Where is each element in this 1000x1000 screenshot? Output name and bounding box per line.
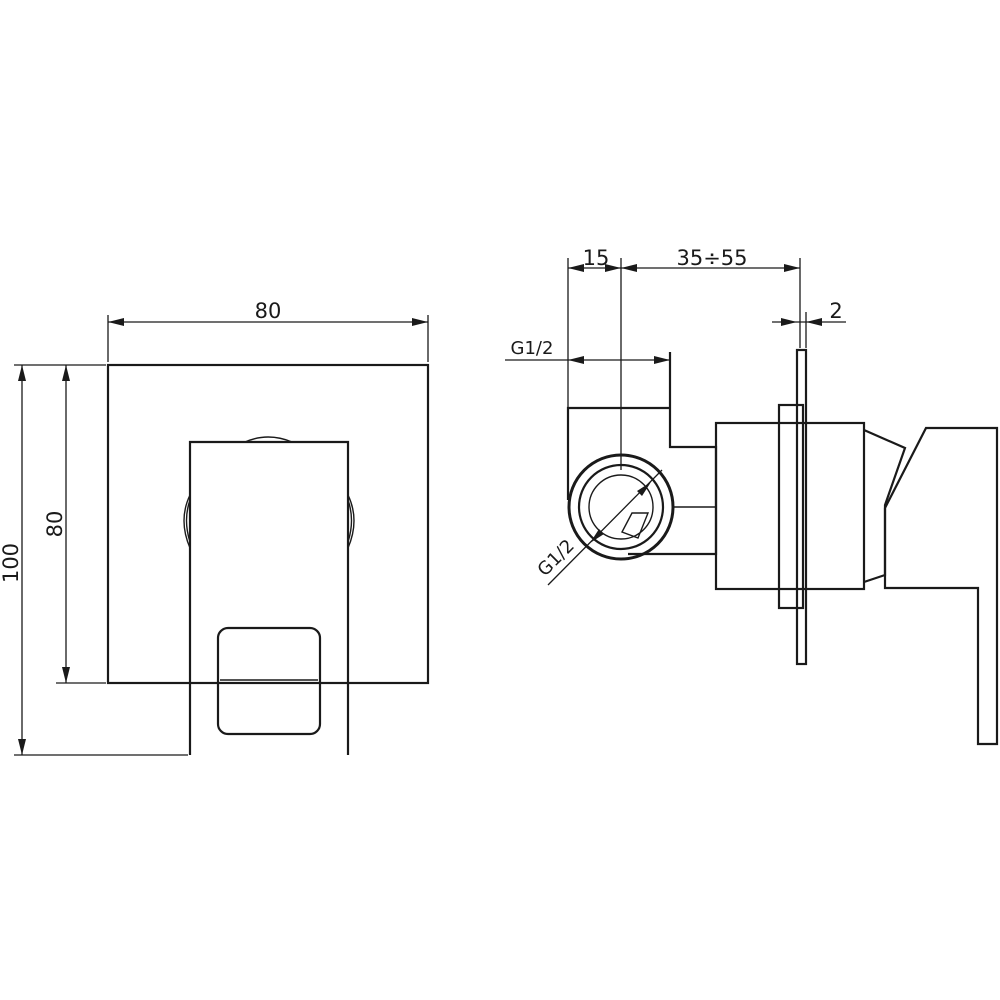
- side-offset-label: 15: [583, 246, 610, 270]
- side-plate-thickness-label: 2: [829, 299, 842, 323]
- front-dim-width: 80: [107, 299, 429, 362]
- side-flange: [777, 403, 805, 610]
- side-depth-range-label: 35÷55: [676, 246, 747, 270]
- front-lever-handle: [216, 626, 322, 736]
- side-wall-plate: [795, 348, 808, 666]
- front-view: [106, 363, 430, 755]
- side-inlet-ring: [577, 463, 665, 551]
- side-dim-thread-top: G1/2: [505, 338, 670, 364]
- side-dim-plate-thickness: 2: [772, 299, 846, 348]
- front-dim-plate-height: 80: [43, 364, 106, 684]
- side-view: [566, 348, 999, 746]
- side-inlet-notch: [621, 512, 650, 539]
- side-dim-depth-range: 35÷55: [621, 246, 801, 348]
- side-inlet-inner: [588, 474, 654, 540]
- side-rear-body: [566, 352, 718, 556]
- side-thread-top-label: G1/2: [511, 338, 554, 359]
- side-dim-offset: 15: [567, 246, 800, 470]
- front-width-label: 80: [255, 299, 282, 323]
- front-total-height-label: 100: [0, 543, 23, 583]
- front-lever-body: [188, 440, 350, 755]
- front-top-cap: [244, 436, 293, 443]
- front-wall-plate: [106, 363, 430, 685]
- front-plate-height-label: 80: [43, 511, 67, 538]
- side-valve-body: [714, 421, 866, 591]
- front-left-bulge: [183, 494, 191, 549]
- side-inlet-outer: [567, 453, 675, 561]
- side-cone: [863, 428, 907, 584]
- side-lever: [883, 426, 999, 746]
- front-right-bulge: [347, 494, 355, 549]
- side-thread-diag-label: G1/2: [534, 536, 579, 581]
- front-dim-total-height: 100: [0, 364, 188, 756]
